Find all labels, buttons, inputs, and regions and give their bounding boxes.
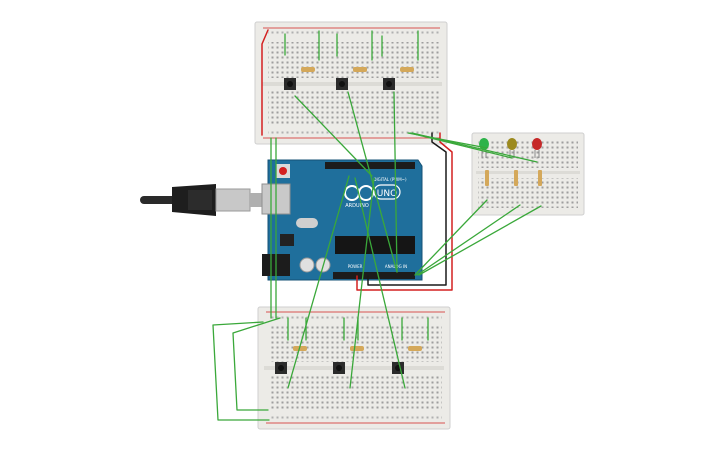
- red-led[interactable]: [532, 138, 542, 158]
- pushbutton-bottom-2[interactable]: [333, 362, 345, 374]
- resistor-bottom-2[interactable]: [350, 346, 364, 351]
- resistor-top-3[interactable]: [400, 67, 414, 72]
- resistor-led-3[interactable]: [538, 170, 542, 186]
- resistor-led-2[interactable]: [514, 170, 518, 186]
- pushbutton-top-2[interactable]: [336, 78, 348, 90]
- pushbutton-top-3[interactable]: [383, 78, 395, 90]
- green-wires[interactable]: [212, 30, 542, 421]
- breadboard-top[interactable]: [254, 21, 448, 145]
- pushbutton-top-1[interactable]: [284, 78, 296, 90]
- pushbutton-bottom-1[interactable]: [275, 362, 287, 374]
- power-label: POWER: [348, 264, 363, 269]
- resistor-led-1[interactable]: [485, 170, 489, 186]
- resistor-bottom-3[interactable]: [408, 346, 422, 351]
- arduino-brand-text: ARDUINO: [345, 203, 369, 209]
- digital-pwm-label: DIGITAL (PWM~): [373, 177, 407, 182]
- reset-button[interactable]: [279, 167, 287, 175]
- resistor-top-1[interactable]: [301, 67, 315, 72]
- usb-cable[interactable]: [140, 184, 268, 216]
- arduino-uno-board[interactable]: UNO ARDUINO DIGITAL (PWM~) POWER ANALOG …: [261, 159, 423, 281]
- uno-logo-text: UNO: [377, 189, 397, 199]
- yellow-led[interactable]: [507, 138, 517, 158]
- resistor-top-2[interactable]: [353, 67, 367, 72]
- pushbutton-bottom-3[interactable]: [392, 362, 404, 374]
